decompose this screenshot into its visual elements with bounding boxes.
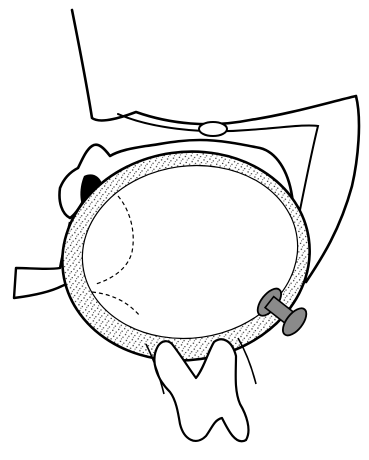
oval-foramen (199, 122, 227, 136)
